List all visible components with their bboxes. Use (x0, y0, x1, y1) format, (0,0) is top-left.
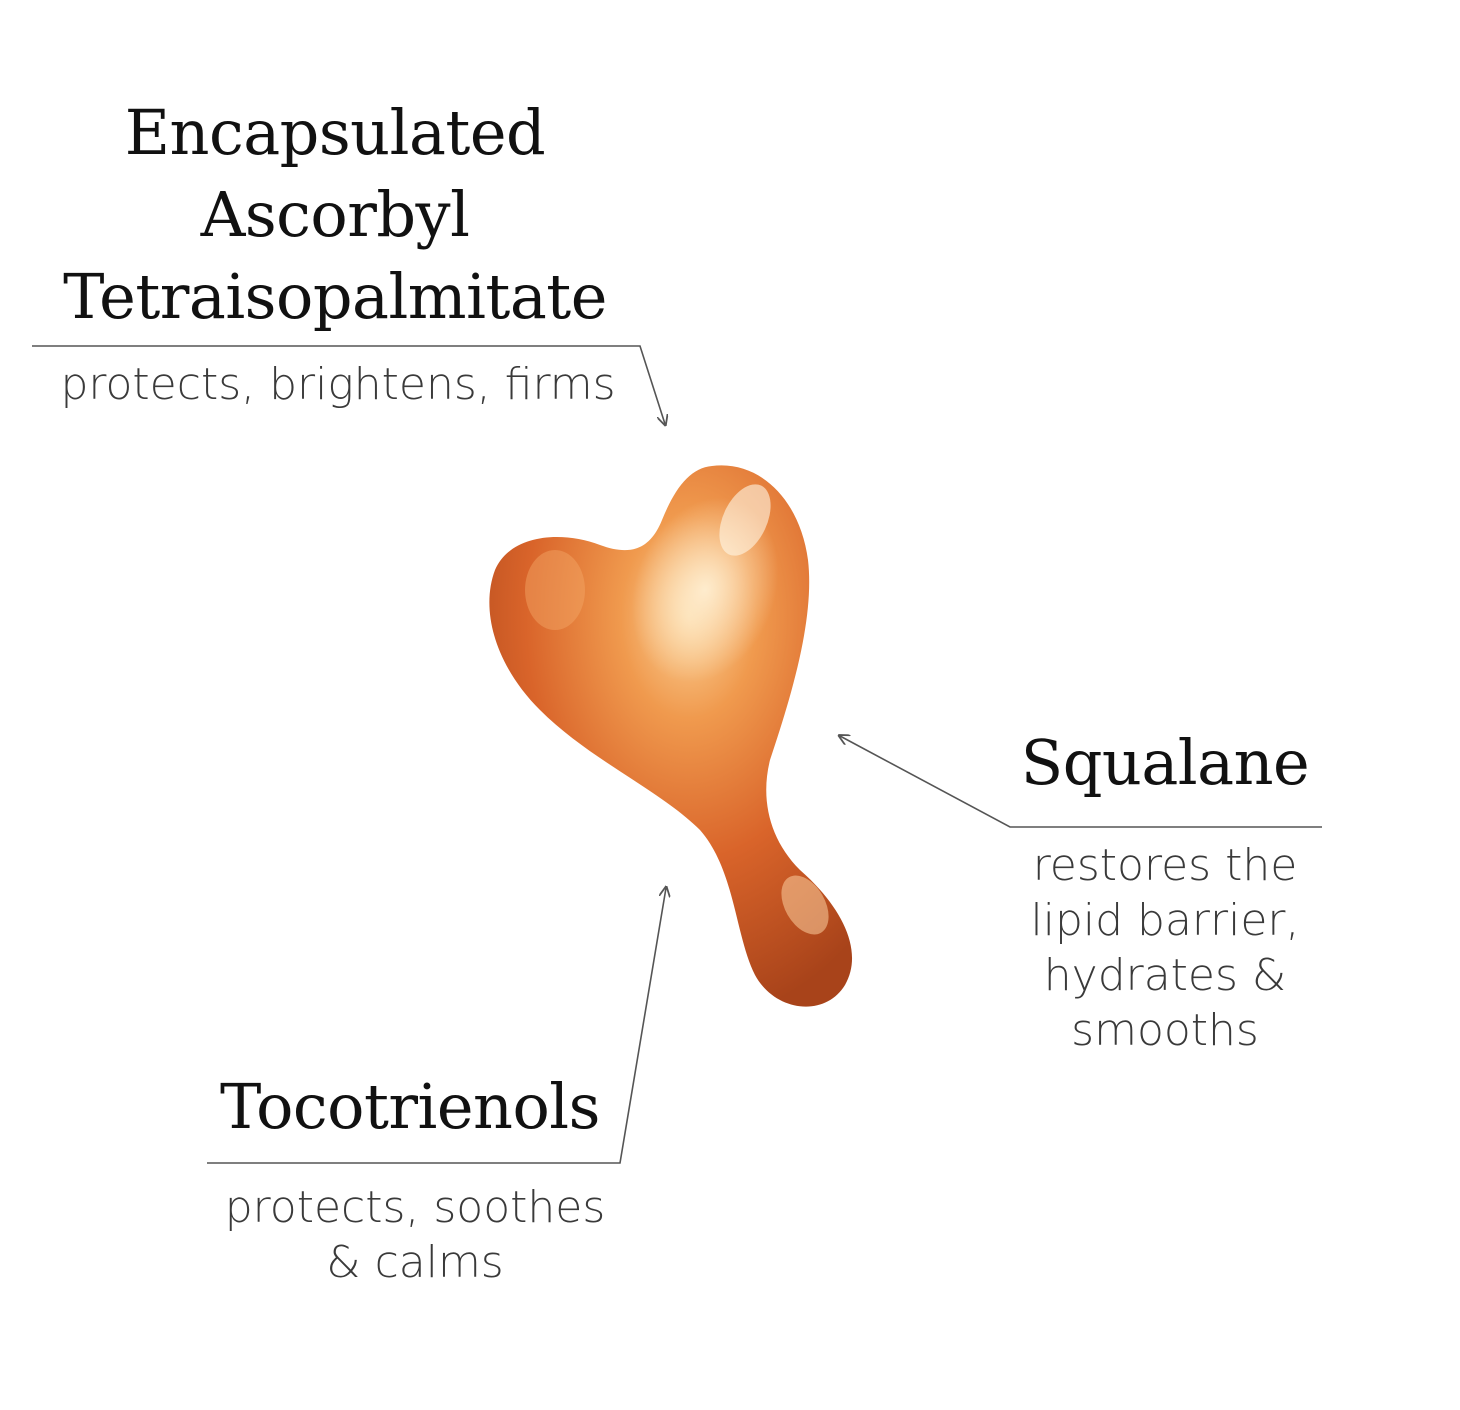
title-line: Encapsulated (124, 96, 546, 169)
ingredient-benefit-squalane: restores the lipid barrier, hydrates & s… (1005, 838, 1325, 1058)
benefit-line: hydrates & (1043, 950, 1287, 1001)
benefit-line: restores the (1032, 840, 1298, 891)
ingredient-benefit-ascorbyl: protects, brightens, firms (28, 357, 648, 412)
serum-capsule-image (489, 465, 853, 1007)
leader-line-ascorbyl (32, 345, 665, 424)
leader-line-squalane (840, 736, 1322, 828)
title-line: Tetraisopalmitate (63, 259, 607, 333)
ingredient-title-tocotrienols: Tocotrienols (200, 1066, 620, 1148)
title-line: Squalane (1020, 726, 1310, 799)
ingredient-benefit-tocotrienols: protects, soothes & calms (185, 1180, 645, 1290)
ingredient-title-squalane: Squalane (1010, 722, 1320, 804)
benefit-line: lipid barrier, (1030, 895, 1300, 946)
leader-line-tocotrienols (207, 888, 666, 1164)
benefit-line: protects, soothes (224, 1182, 606, 1233)
benefit-line: protects, brightens, firms (60, 359, 616, 410)
title-line: Ascorbyl (200, 177, 470, 251)
benefit-line: smooths (1071, 1005, 1259, 1056)
title-line: Tocotrienols (220, 1070, 600, 1143)
ingredient-title-ascorbyl: Encapsulated Ascorbyl Tetraisopalmitate (40, 92, 630, 337)
benefit-line: & calms (326, 1237, 504, 1288)
